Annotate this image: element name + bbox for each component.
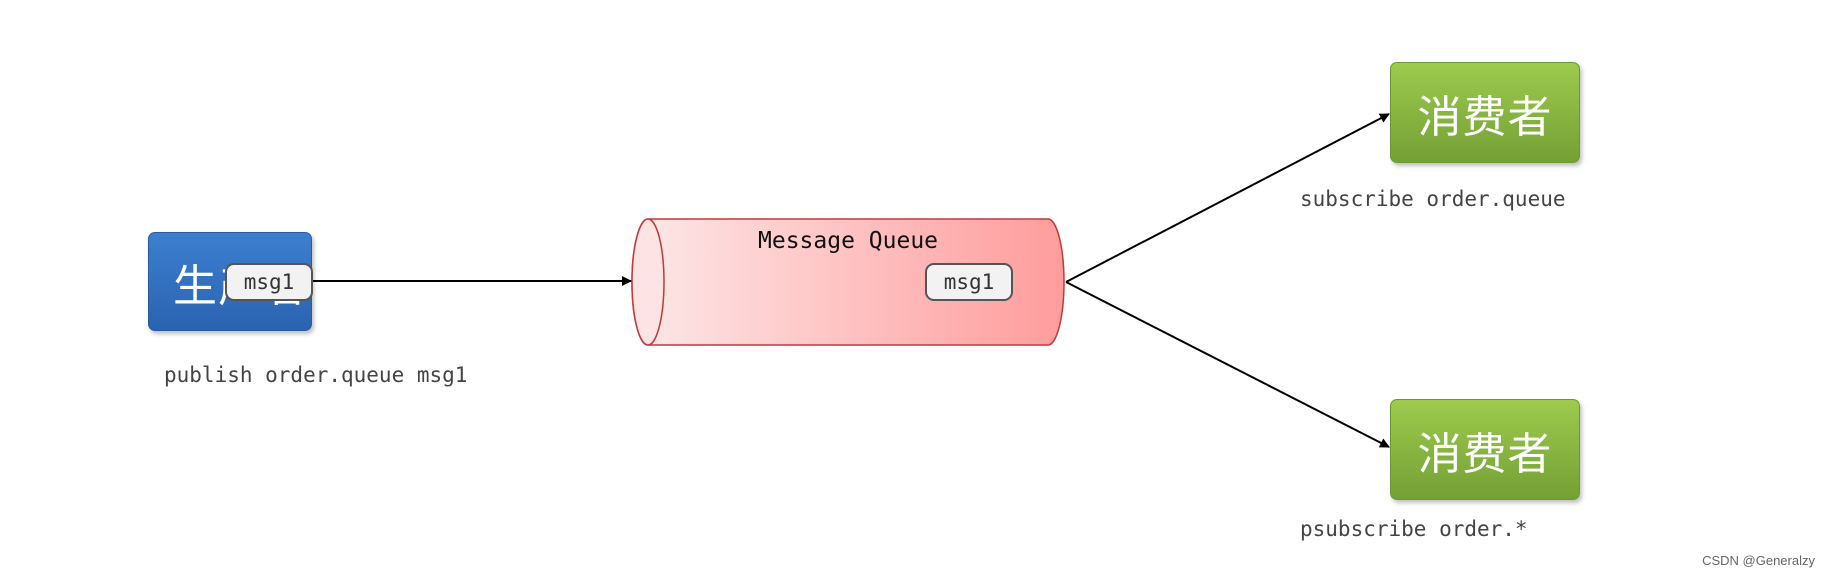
consumer-2-caption: psubscribe order.*: [1300, 517, 1528, 541]
watermark: CSDN @Generalzy: [1702, 553, 1815, 568]
consumer-2-label: 消费者: [1417, 428, 1553, 480]
consumer-box-1: 消费者: [1390, 62, 1580, 163]
queue-to-consumer1-arrow: [1065, 113, 1390, 283]
message-queue-cylinder: [631, 218, 1065, 346]
consumer-box-2: 消费者: [1390, 399, 1580, 500]
consumer-1-label: 消费者: [1417, 91, 1553, 143]
queue-message-tag: msg1: [925, 263, 1013, 301]
queue-title: Message Queue: [758, 228, 939, 254]
consumer-1-caption: subscribe order.queue: [1300, 187, 1566, 211]
producer-caption: publish order.queue msg1: [164, 363, 468, 387]
producer-message-tag: msg1: [225, 263, 313, 301]
queue-to-consumer2-arrow: [1065, 281, 1390, 448]
